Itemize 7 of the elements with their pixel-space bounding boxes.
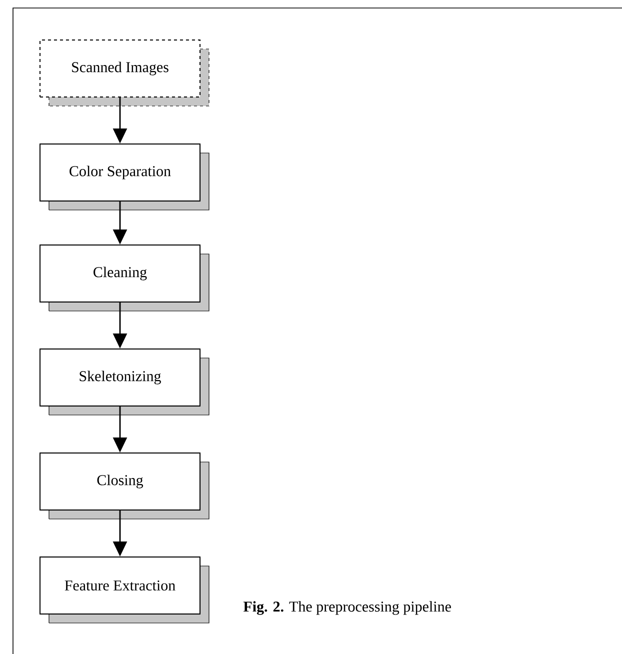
process-box: Closing (40, 452, 210, 520)
process-box: Feature Extraction (40, 556, 210, 624)
process-box: Skeletonizing (40, 348, 210, 416)
process-box: Cleaning (40, 244, 210, 312)
process-box: Color Separation (40, 144, 210, 210)
process-box: Scanned Images (40, 40, 210, 106)
figure-caption: Fig. 2. The preprocessing pipeline (243, 601, 451, 615)
